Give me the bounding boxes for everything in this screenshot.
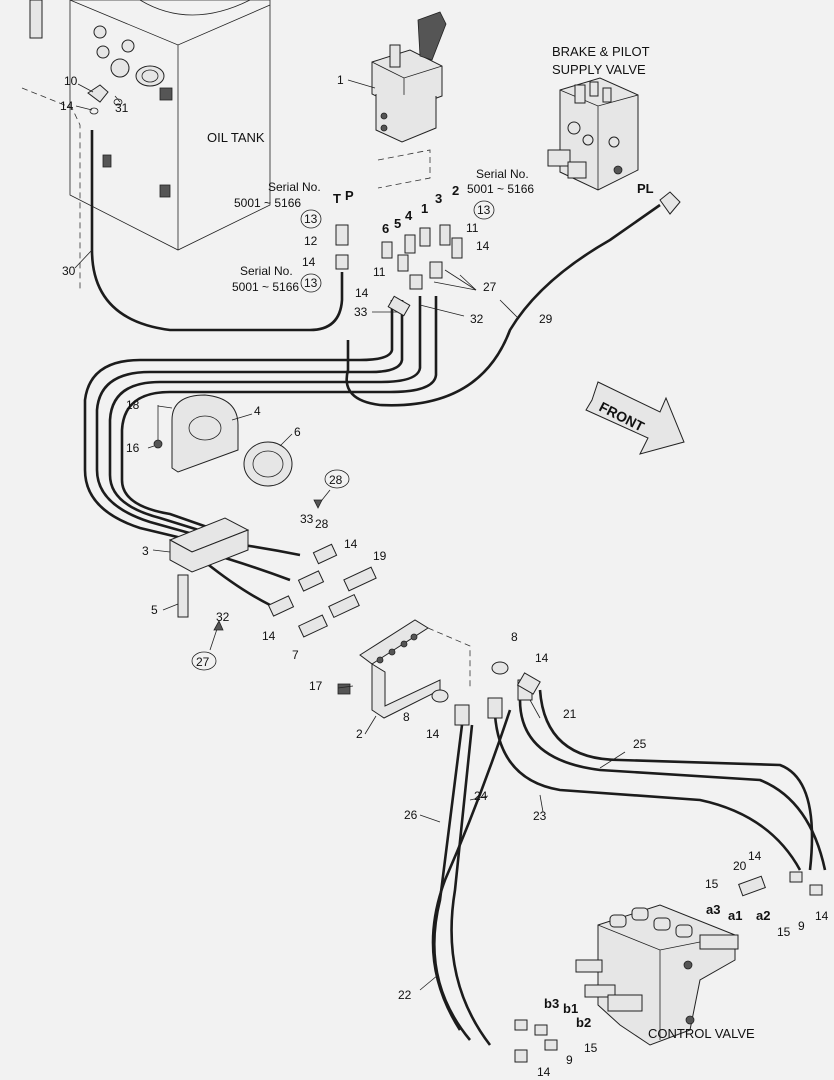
circled-callouts (191, 200, 495, 671)
callout-32-top: 32 (470, 312, 484, 326)
callout-17: 17 (309, 679, 323, 693)
callout-20: 20 (733, 859, 747, 873)
callout-10: 10 (64, 74, 78, 88)
callout-7: 7 (292, 648, 299, 662)
callout-14-tank: 14 (60, 99, 74, 113)
callout-3: 3 (142, 544, 149, 558)
callout-6: 6 (294, 425, 301, 439)
callout-24: 24 (474, 789, 488, 803)
bracket (153, 394, 239, 473)
port-T: T (333, 191, 341, 206)
callout-19: 19 (373, 549, 387, 563)
port-a3: a3 (706, 902, 720, 917)
callout-14-pilot-left: 14 (302, 255, 316, 269)
serial-range-label-right: 5001 ~ 5166 (467, 182, 534, 196)
callout-14-plate-right: 14 (535, 651, 549, 665)
callout-8-upper: 8 (511, 630, 518, 644)
callout-14-cv-bottom: 14 (537, 1065, 551, 1079)
brake-valve-label-2: SUPPLY VALVE (552, 62, 646, 77)
callout-4: 4 (254, 404, 261, 418)
callout-14-block-lower: 14 (262, 629, 276, 643)
brake-valve-label-1: BRAKE & PILOT (552, 44, 650, 59)
callout-26: 26 (404, 808, 418, 822)
port-2: 2 (452, 183, 459, 198)
hose-clamp-block (168, 517, 250, 618)
port-1: 1 (421, 201, 428, 216)
callout-25: 25 (633, 737, 647, 751)
serial-no-label-right: Serial No. (476, 167, 529, 181)
callout-30: 30 (62, 264, 76, 278)
port-a2: a2 (756, 908, 770, 923)
callout-33-top: 33 (354, 305, 368, 319)
callout-13-left: 13 (304, 212, 318, 226)
pilot-fittings (335, 149, 463, 317)
front-arrow (585, 381, 685, 455)
port-b2: b2 (576, 1015, 591, 1030)
callout-11-left: 11 (373, 265, 386, 279)
mounting-plate (359, 619, 471, 719)
text-labels: OIL TANK BRAKE & PILOT SUPPLY VALVE CONT… (207, 44, 770, 1041)
callout-14-plate-lower: 14 (426, 727, 440, 741)
callout-9-bottom: 9 (566, 1053, 573, 1067)
callout-13-bottom: 13 (304, 276, 318, 290)
callout-5: 5 (151, 603, 158, 617)
oil-tank-label: OIL TANK (207, 130, 265, 145)
control-valve (514, 871, 823, 1063)
control-valve-label: CONTROL VALVE (648, 1026, 755, 1041)
callout-15-cv-right: 15 (777, 925, 791, 939)
callout-14-cv-right: 14 (815, 909, 829, 923)
callout-31: 31 (115, 101, 129, 115)
callout-28: 28 (315, 517, 329, 531)
oil-tank (29, 0, 271, 251)
plate-fittings (267, 543, 541, 726)
callout-12: 12 (304, 234, 318, 248)
callout-15-cv-bottom: 15 (584, 1041, 598, 1055)
hoses (83, 130, 827, 1046)
port-4: 4 (405, 208, 413, 223)
callout-9-right: 9 (798, 919, 805, 933)
port-a1: a1 (728, 908, 742, 923)
leader-lines (74, 79, 626, 991)
port-PL: PL (637, 181, 654, 196)
callout-14-block: 14 (344, 537, 358, 551)
callout-23: 23 (533, 809, 547, 823)
serial-no-label-left: Serial No. (268, 180, 321, 194)
port-b3: b3 (544, 996, 559, 1011)
callout-1: 1 (337, 73, 344, 87)
pilot-joystick-valve (371, 11, 447, 143)
port-P: P (345, 188, 354, 203)
callout-27-circled: 27 (196, 655, 210, 669)
grommet (243, 441, 293, 487)
callout-8-lower: 8 (403, 710, 410, 724)
serial-range-label-bottom: 5001 ~ 5166 (232, 280, 299, 294)
callout-22: 22 (398, 988, 412, 1002)
callout-14-pilot-lower: 14 (355, 286, 369, 300)
port-5: 5 (394, 216, 401, 231)
port-3: 3 (435, 191, 442, 206)
callout-33: 33 (300, 512, 314, 526)
callout-18: 18 (126, 398, 140, 412)
port-b1: b1 (563, 1001, 578, 1016)
brake-pilot-supply-valve (547, 77, 639, 191)
callout-21: 21 (563, 707, 577, 721)
callout-numbers: 1 2 3 4 5 6 7 8 8 9 9 10 11 11 12 13 13 … (60, 73, 829, 1079)
callout-2: 2 (356, 727, 363, 741)
callout-29: 29 (539, 312, 553, 326)
callout-14-pilot-right: 14 (476, 239, 490, 253)
callout-14-cv-upper: 14 (748, 849, 762, 863)
port-6: 6 (382, 221, 389, 236)
callout-15-cv-left: 15 (705, 877, 719, 891)
callout-28-circled: 28 (329, 473, 343, 487)
callout-13-right: 13 (477, 203, 491, 217)
callout-16: 16 (126, 441, 140, 455)
callout-32: 32 (216, 610, 230, 624)
callout-27-top: 27 (483, 280, 497, 294)
serial-range-label-left: 5001 ~ 5166 (234, 196, 301, 210)
callout-11-right: 11 (466, 221, 479, 235)
serial-no-label-bottom: Serial No. (240, 264, 293, 278)
